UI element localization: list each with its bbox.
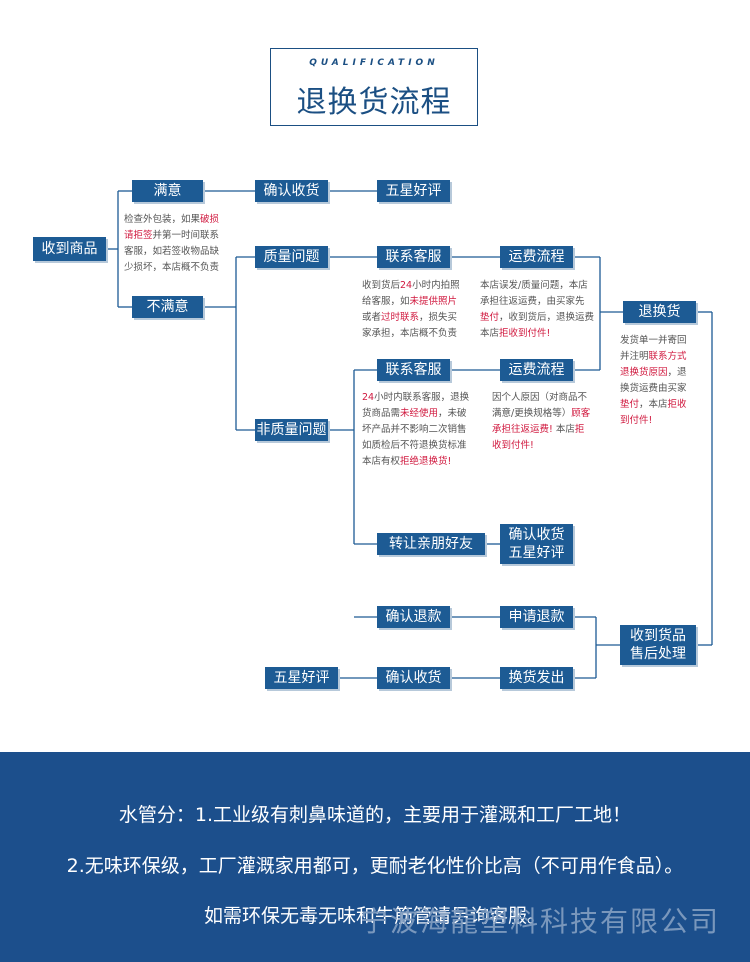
note-highlight: 破损 xyxy=(200,214,220,225)
exchange-shipped-box: 换货发出 xyxy=(500,667,573,689)
non-quality-issue-box: 非质量问题 xyxy=(255,419,328,441)
company-watermark: 宁波海龍塑料科技有限公司 xyxy=(360,905,721,938)
note-text: 本店 xyxy=(552,424,575,435)
note-highlight: 24 xyxy=(362,392,375,403)
note-text: 发货单一并寄回 xyxy=(620,335,687,346)
five-star-box-2: 五星好评 xyxy=(265,667,338,689)
confirm-refund-box: 确认退款 xyxy=(377,606,450,628)
flow-connectors xyxy=(106,190,713,679)
confirm-receipt-box: 确认收货 xyxy=(255,180,328,202)
confirm-receipt-box-2: 确认收货 xyxy=(377,667,450,689)
contact-cs-box: 联系客服 xyxy=(377,246,450,268)
note-text: ，收到货后，退换运费 xyxy=(499,312,595,323)
title-frame: QUALIFICATION 退换货流程 xyxy=(270,48,478,126)
received-goods-box: 收到商品 xyxy=(33,237,106,261)
title-en: QUALIFICATION xyxy=(309,58,439,68)
return-exchange-box: 退换货 xyxy=(623,301,696,323)
note-highlight: 承担往返运费! xyxy=(492,424,553,435)
note-text: 客服，如若签收物品缺 xyxy=(124,246,220,257)
note-text: 换货运费由买家 xyxy=(620,383,687,394)
nonquality-freight-note: 因个人原因（对商品不满意/更换规格等）顾客承担往返运费! 本店拒收到付件! xyxy=(492,390,607,454)
freight-flow-box: 运费流程 xyxy=(500,246,573,268)
note-text: 承担往返运费，由买家先 xyxy=(480,296,585,307)
unsatisfied-box: 不满意 xyxy=(132,296,203,318)
note-text: 本店误发/质量问题，本店 xyxy=(480,280,588,291)
note-text: 并注明 xyxy=(620,351,649,362)
footer-banner: 水管分：1.工业级有刺鼻味道的，主要用于灌溉和工厂工地！ 2.无味环保级，工厂灌… xyxy=(0,752,750,962)
note-highlight: 未提供照片 xyxy=(409,296,458,307)
note-highlight: 未经使用 xyxy=(400,408,439,419)
note-highlight: 拒 xyxy=(574,424,585,435)
transfer-friends-box: 转让亲朋好友 xyxy=(377,533,485,555)
note-highlight: 过时联系 xyxy=(381,312,420,323)
note-highlight: 24 xyxy=(400,280,413,291)
note-text: 给客服，如 xyxy=(362,296,410,307)
note-text: 家承担，本店概不负责 xyxy=(362,328,458,339)
apply-refund-box: 申请退款 xyxy=(500,606,573,628)
note-text: 小时内联系客服，退换 xyxy=(374,392,470,403)
note-text: ，退 xyxy=(667,367,687,378)
note-text: ，损失买 xyxy=(419,312,458,323)
confirm-five-star-box: 确认收货 五星好评 xyxy=(500,524,573,564)
note-text: 小时内拍照 xyxy=(412,280,460,291)
contact-cs-box-2: 联系客服 xyxy=(377,359,450,381)
quality-issue-box: 质量问题 xyxy=(255,246,328,268)
note-text: 或者 xyxy=(362,312,382,323)
inspect-note: 检查外包装，如果破损请拒签并第一时间联系客服，如若签收物品缺少损坏，本店概不负责 xyxy=(124,212,244,276)
note-highlight: 收到付件! xyxy=(492,440,534,451)
note-highlight: 垫付 xyxy=(480,312,500,323)
note-text: 本店有权 xyxy=(362,456,401,467)
note-highlight: 到付件! xyxy=(620,415,653,426)
note-text: 本店 xyxy=(480,328,500,339)
quality-contact-note: 收到货后24小时内拍照给客服，如未提供照片或者过时联系，损失买家承担，本店概不负… xyxy=(362,278,482,342)
note-highlight: 联系方式 xyxy=(648,351,687,362)
note-text: 满意/更换规格等） xyxy=(492,408,572,419)
footer-line-1: 水管分：1.工业级有刺鼻味道的，主要用于灌溉和工厂工地！ xyxy=(118,804,632,826)
note-highlight: 请拒签 xyxy=(124,230,153,241)
note-highlight: 拒收到付件! xyxy=(499,328,551,339)
satisfied-box: 满意 xyxy=(132,180,203,202)
note-text: 因个人原因（对商品不 xyxy=(492,392,588,403)
note-text: ，未破 xyxy=(438,408,467,419)
note-text: ，本店 xyxy=(639,399,668,410)
note-highlight: 顾客 xyxy=(571,408,591,419)
note-text: 如质检后不符退换货标准 xyxy=(362,440,467,451)
nonquality-contact-note: 24小时内联系客服，退换货商品需未经使用，未破坏产品并不影响二次销售如质检后不符… xyxy=(362,390,487,470)
five-star-box: 五星好评 xyxy=(377,180,450,202)
note-highlight: 垫付 xyxy=(620,399,640,410)
footer-line-3: 如需环保无毒无味和牛筋管请另询客服。 xyxy=(203,905,546,927)
title-zh: 退换货流程 xyxy=(296,85,452,120)
note-highlight: 拒收 xyxy=(667,399,687,410)
freight-flow-box-2: 运费流程 xyxy=(500,359,573,381)
footer-line-2: 2.无味环保级，工厂灌溉家用都可，更耐老化性价比高（不可用作食品）。 xyxy=(66,855,684,877)
quality-freight-note: 本店误发/质量问题，本店承担往返运费，由买家先垫付，收到货后，退换运费本店拒收到… xyxy=(480,278,610,342)
note-text: 收到货后 xyxy=(362,280,401,291)
received-after-sale-box: 收到货品 售后处理 xyxy=(620,625,696,665)
note-text: 货商品需 xyxy=(362,408,401,419)
note-text: 检查外包装，如果 xyxy=(124,214,201,225)
return-note: 发货单一并寄回并注明联系方式退换货原因，退换货运费由买家垫付，本店拒收到付件! xyxy=(620,333,700,429)
note-highlight: 退换货原因 xyxy=(620,367,668,378)
note-highlight: 拒绝退换货! xyxy=(400,456,452,467)
note-text: 并第一时间联系 xyxy=(152,230,220,241)
note-text: 坏产品并不影响二次销售 xyxy=(362,424,467,435)
note-text: 少损坏，本店概不负责 xyxy=(124,262,220,273)
